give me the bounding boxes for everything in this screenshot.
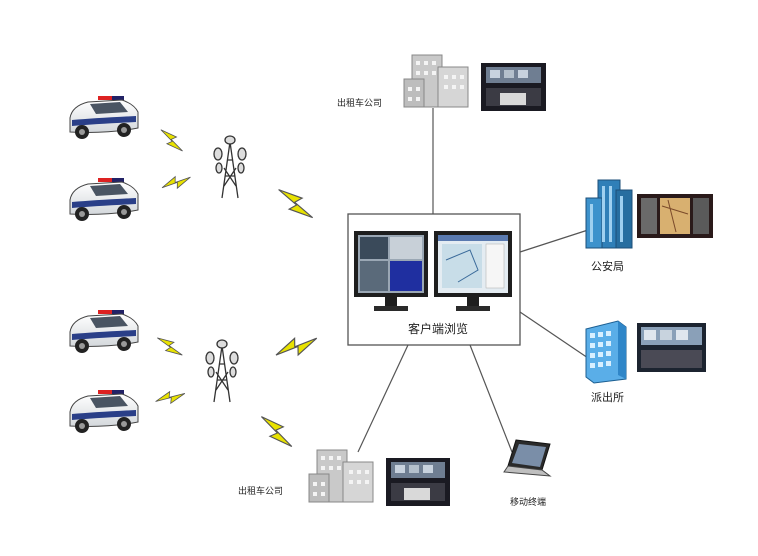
bolt-icon xyxy=(161,175,191,190)
police-station-control-room-photo xyxy=(637,323,706,372)
bolt-icon xyxy=(155,390,186,405)
antenna-tower-icon xyxy=(205,339,239,403)
taxi-company-bottom-building-icon xyxy=(308,449,374,503)
taxi-company-top-building-icon xyxy=(403,54,469,108)
laptop-icon xyxy=(503,439,552,477)
police-bureau-building-icon xyxy=(585,179,633,249)
connection-lines xyxy=(357,108,589,453)
police-bureau-screen-photo xyxy=(637,194,713,238)
bolt-icon xyxy=(278,189,314,219)
police-car-icon xyxy=(69,390,139,433)
line-to-police-bureau xyxy=(519,229,589,253)
taxi-bottom-control-room-photo xyxy=(386,458,450,506)
signal-bolts xyxy=(155,129,318,447)
line-to-mobile xyxy=(469,344,513,453)
label-taxi-company-bottom: 出租车公司 xyxy=(238,487,284,497)
label-police-bureau: 公安局 xyxy=(591,260,624,273)
taxi-top-control-room-photo xyxy=(481,63,546,111)
antenna-tower-icon xyxy=(213,135,247,199)
line-to-taxi-bottom xyxy=(357,344,409,453)
police-car-icon xyxy=(69,96,139,139)
monitor-left-icon xyxy=(354,231,428,311)
antenna-towers xyxy=(205,135,247,403)
police-car-icon xyxy=(69,178,139,221)
line-to-police-station xyxy=(519,311,589,359)
label-mobile-terminal: 移动终端 xyxy=(510,498,547,508)
label-taxi-company-top: 出租车公司 xyxy=(337,99,383,109)
label-client-browse: 客户端浏览 xyxy=(408,322,469,336)
bolt-icon xyxy=(275,337,318,357)
police-station-building-icon xyxy=(585,320,627,384)
bolt-icon xyxy=(160,129,183,152)
police-car-icon xyxy=(69,310,139,353)
bolt-icon xyxy=(157,337,183,356)
monitor-right-icon xyxy=(434,231,512,311)
police-cars xyxy=(69,96,139,433)
bolt-icon xyxy=(261,416,293,447)
label-police-station: 派出所 xyxy=(591,391,624,404)
client-browse-box xyxy=(347,213,521,346)
